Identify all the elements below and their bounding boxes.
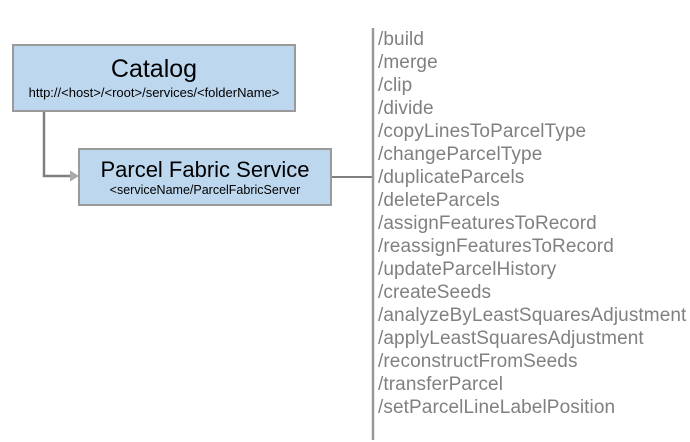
parcel-fabric-service-title: Parcel Fabric Service (100, 156, 310, 182)
operation-item[interactable]: /applyLeastSquaresAdjustment (378, 328, 644, 349)
operation-item[interactable]: /duplicateParcels (378, 167, 525, 188)
operation-item[interactable]: /updateParcelHistory (378, 259, 557, 280)
operation-item[interactable]: /divide (378, 98, 434, 119)
operation-item[interactable]: /merge (378, 52, 438, 73)
operation-item[interactable]: /reassignFeaturesToRecord (378, 236, 614, 257)
operation-item[interactable]: /setParcelLineLabelPosition (378, 397, 616, 418)
node-parcel-fabric-service[interactable]: Parcel Fabric Service <serviceName/Parce… (78, 148, 332, 206)
operation-item[interactable]: /reconstructFromSeeds (378, 351, 578, 372)
operation-item[interactable]: /changeParcelType (378, 144, 543, 165)
connector-catalog-to-service (42, 112, 70, 178)
catalog-subtitle: http://<host>/<root>/services/<folderNam… (28, 84, 280, 100)
operation-item[interactable]: /clip (378, 75, 413, 96)
operation-item[interactable]: /build (378, 29, 425, 50)
arrowhead-icon (70, 170, 79, 182)
node-catalog[interactable]: Catalog http://<host>/<root>/services/<f… (12, 44, 296, 112)
operations-list: /build/merge/clip/divide/copyLinesToParc… (378, 28, 686, 419)
operation-item[interactable]: /deleteParcels (378, 190, 500, 211)
operation-item[interactable]: /copyLinesToParcelType (378, 121, 587, 142)
operation-item[interactable]: /createSeeds (378, 282, 492, 303)
operation-item[interactable]: /analyzeByLeastSquaresAdjustment (378, 305, 687, 326)
catalog-title: Catalog (110, 55, 198, 84)
parcel-fabric-service-subtitle: <serviceName/ParcelFabricServer (109, 182, 301, 197)
operation-item[interactable]: /transferParcel (378, 374, 504, 395)
operation-item[interactable]: /assignFeaturesToRecord (378, 213, 597, 234)
